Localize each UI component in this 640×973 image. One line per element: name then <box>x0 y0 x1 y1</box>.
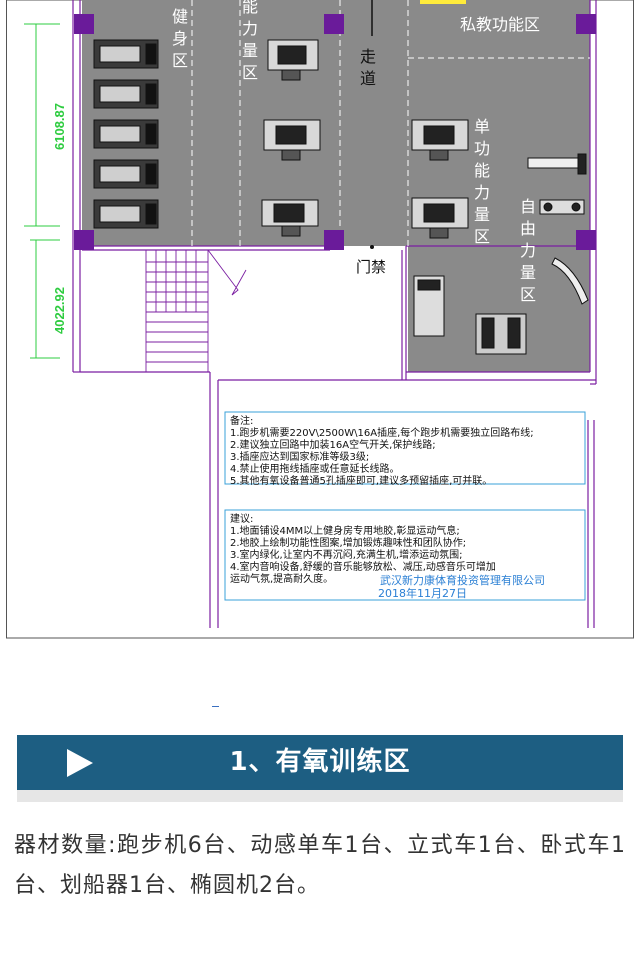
dimension-lines <box>24 23 60 359</box>
suggestions-text: 建议: 1.地面铺设4MM以上健身房专用地胶,彰显运动气息; 2.地胶上绘制功能… <box>230 512 496 585</box>
treadmill-2 <box>93 79 159 109</box>
suggestions-line-3: 3.室内绿化,让室内不再沉闷,充满生机,增添运动氛围; <box>230 548 462 561</box>
section-title: 1、有氧训练区 <box>229 747 411 777</box>
machine-1 <box>267 39 319 81</box>
treadmills <box>93 39 159 229</box>
notes-line-4: 4.禁止使用拖线插座或任意延长线路。 <box>230 462 400 475</box>
company-name: 武汉新力康体育投资管理有限公司 <box>380 573 545 587</box>
plan-date: 2018年11月27日 <box>378 586 467 600</box>
treadmill-5 <box>93 199 159 229</box>
zone-dividers <box>191 0 590 246</box>
zone-label-sijiao: 私教功能区 <box>460 16 540 34</box>
pillars <box>74 14 596 250</box>
suggestions-heading: 建议: <box>230 512 253 525</box>
door-dot <box>370 245 374 249</box>
zone-label-ziyou: 自由力量区 <box>520 198 536 304</box>
main-floor-area <box>82 0 590 246</box>
smith-machine <box>413 275 445 337</box>
zone-label-dangongneng: 单功能力量区 <box>474 118 490 246</box>
notes-line-3: 3.插座应达到国家标准等级3级; <box>230 450 369 463</box>
treadmill-3 <box>93 119 159 149</box>
suggestions-line-1: 1.地面铺设4MM以上健身房专用地胶,彰显运动气息; <box>230 524 460 537</box>
notes-text: 备注: 1.跑步机需要220V\2500W\16A插座,每个跑步机需要独立回路布… <box>230 414 534 487</box>
section-header-shadow <box>17 790 623 802</box>
bench-1 <box>527 153 587 175</box>
dimension-lower: 4022.92 <box>52 287 67 334</box>
single-function-machines <box>411 119 469 239</box>
notes-line-2: 2.建议独立回路中加装16A空气开关,保护线路; <box>230 438 436 451</box>
cable-arc <box>551 257 589 305</box>
sf-machine-1 <box>411 119 469 161</box>
entrance-label: 门禁 <box>356 259 386 276</box>
suggestions-line-4: 4.室内音响设备,舒缓的音乐能够放松、减压,动感音乐可增加 <box>230 560 496 573</box>
dumbbell-rack <box>539 199 585 215</box>
treadmill-1 <box>93 39 159 69</box>
section-header: 1、有氧训练区 <box>17 735 623 790</box>
dimension-upper: 6108.87 <box>52 103 67 150</box>
notes-box <box>224 411 586 485</box>
strength-machines <box>261 39 321 237</box>
play-arrow-icon <box>67 749 93 777</box>
sf-machine-2 <box>411 197 469 239</box>
zone-label-zoudao: 走道 <box>360 48 376 88</box>
zone-label-nengliang: 能力量区 <box>242 0 258 82</box>
power-rack <box>475 313 527 355</box>
suggestions-line-5: 运动气氛,提高耐久度。 <box>230 572 333 585</box>
decor-mark <box>212 706 219 707</box>
notes-line-1: 1.跑步机需要220V\2500W\16A插座,每个跑步机需要独立回路布线; <box>230 426 534 439</box>
machine-3 <box>261 199 319 237</box>
notes-line-5: 5.其他有氧设备普通5孔插座即可,建议多预留插座,可并联。 <box>230 474 492 487</box>
drawing-frame <box>6 0 634 639</box>
free-weight-equipment <box>413 153 589 355</box>
staircase <box>145 249 247 373</box>
treadmill-4 <box>93 159 159 189</box>
zone-labels: 健身区 能力量区 单功能力量区 自由力量区 <box>172 0 536 304</box>
notes-heading: 备注: <box>230 414 253 427</box>
machine-2 <box>263 119 321 161</box>
marker-yellow <box>420 0 466 4</box>
equipment-count-text: 器材数量:跑步机6台、动感单车1台、立式车1台、卧式车1台、划船器1台、椭圆机2… <box>14 833 626 898</box>
zone-label-jianshen: 健身区 <box>172 8 188 70</box>
suggestions-line-2: 2.地胶上绘制功能性图案,增加锻炼趣味性和团队协作; <box>230 536 466 549</box>
suggestions-box <box>224 509 586 601</box>
gym-floor-plan: 6108.87 4022.92 健身区 能力量区 单功能力量区 自由力量区 走道… <box>6 0 634 639</box>
